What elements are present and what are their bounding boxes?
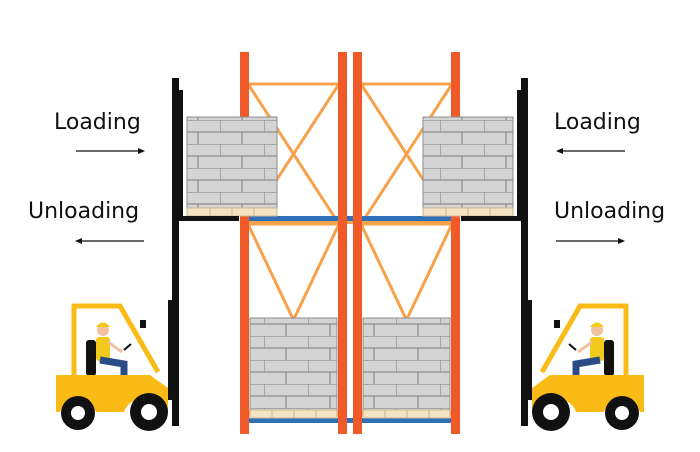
loading-label-right: Loading [554,110,641,135]
lower-pallet-left [249,317,338,419]
arrow-right-unloading [556,238,625,244]
forklift-mast [461,78,532,426]
unloading-label-left: Unloading [28,199,140,224]
forklift-body [532,375,644,412]
arrow-right-loading [556,148,625,154]
rack-beams [248,216,452,423]
arrow-left-loading [76,148,145,154]
loading-label-left: Loading [54,110,141,135]
upper-pallet-right [422,116,514,217]
lower-pallet-right [362,317,451,419]
storage-rack [240,52,460,434]
forklift-right [461,78,644,431]
overhead-guard [539,303,629,375]
unloading-label-right: Unloading [554,199,666,224]
rack-uprights [240,52,460,434]
upper-pallet-left [186,116,278,217]
forklift-mast [168,78,239,426]
overhead-guard [71,303,161,375]
forklift-left [56,78,239,431]
arrow-left-unloading [75,238,144,244]
forklift-body [56,375,168,412]
